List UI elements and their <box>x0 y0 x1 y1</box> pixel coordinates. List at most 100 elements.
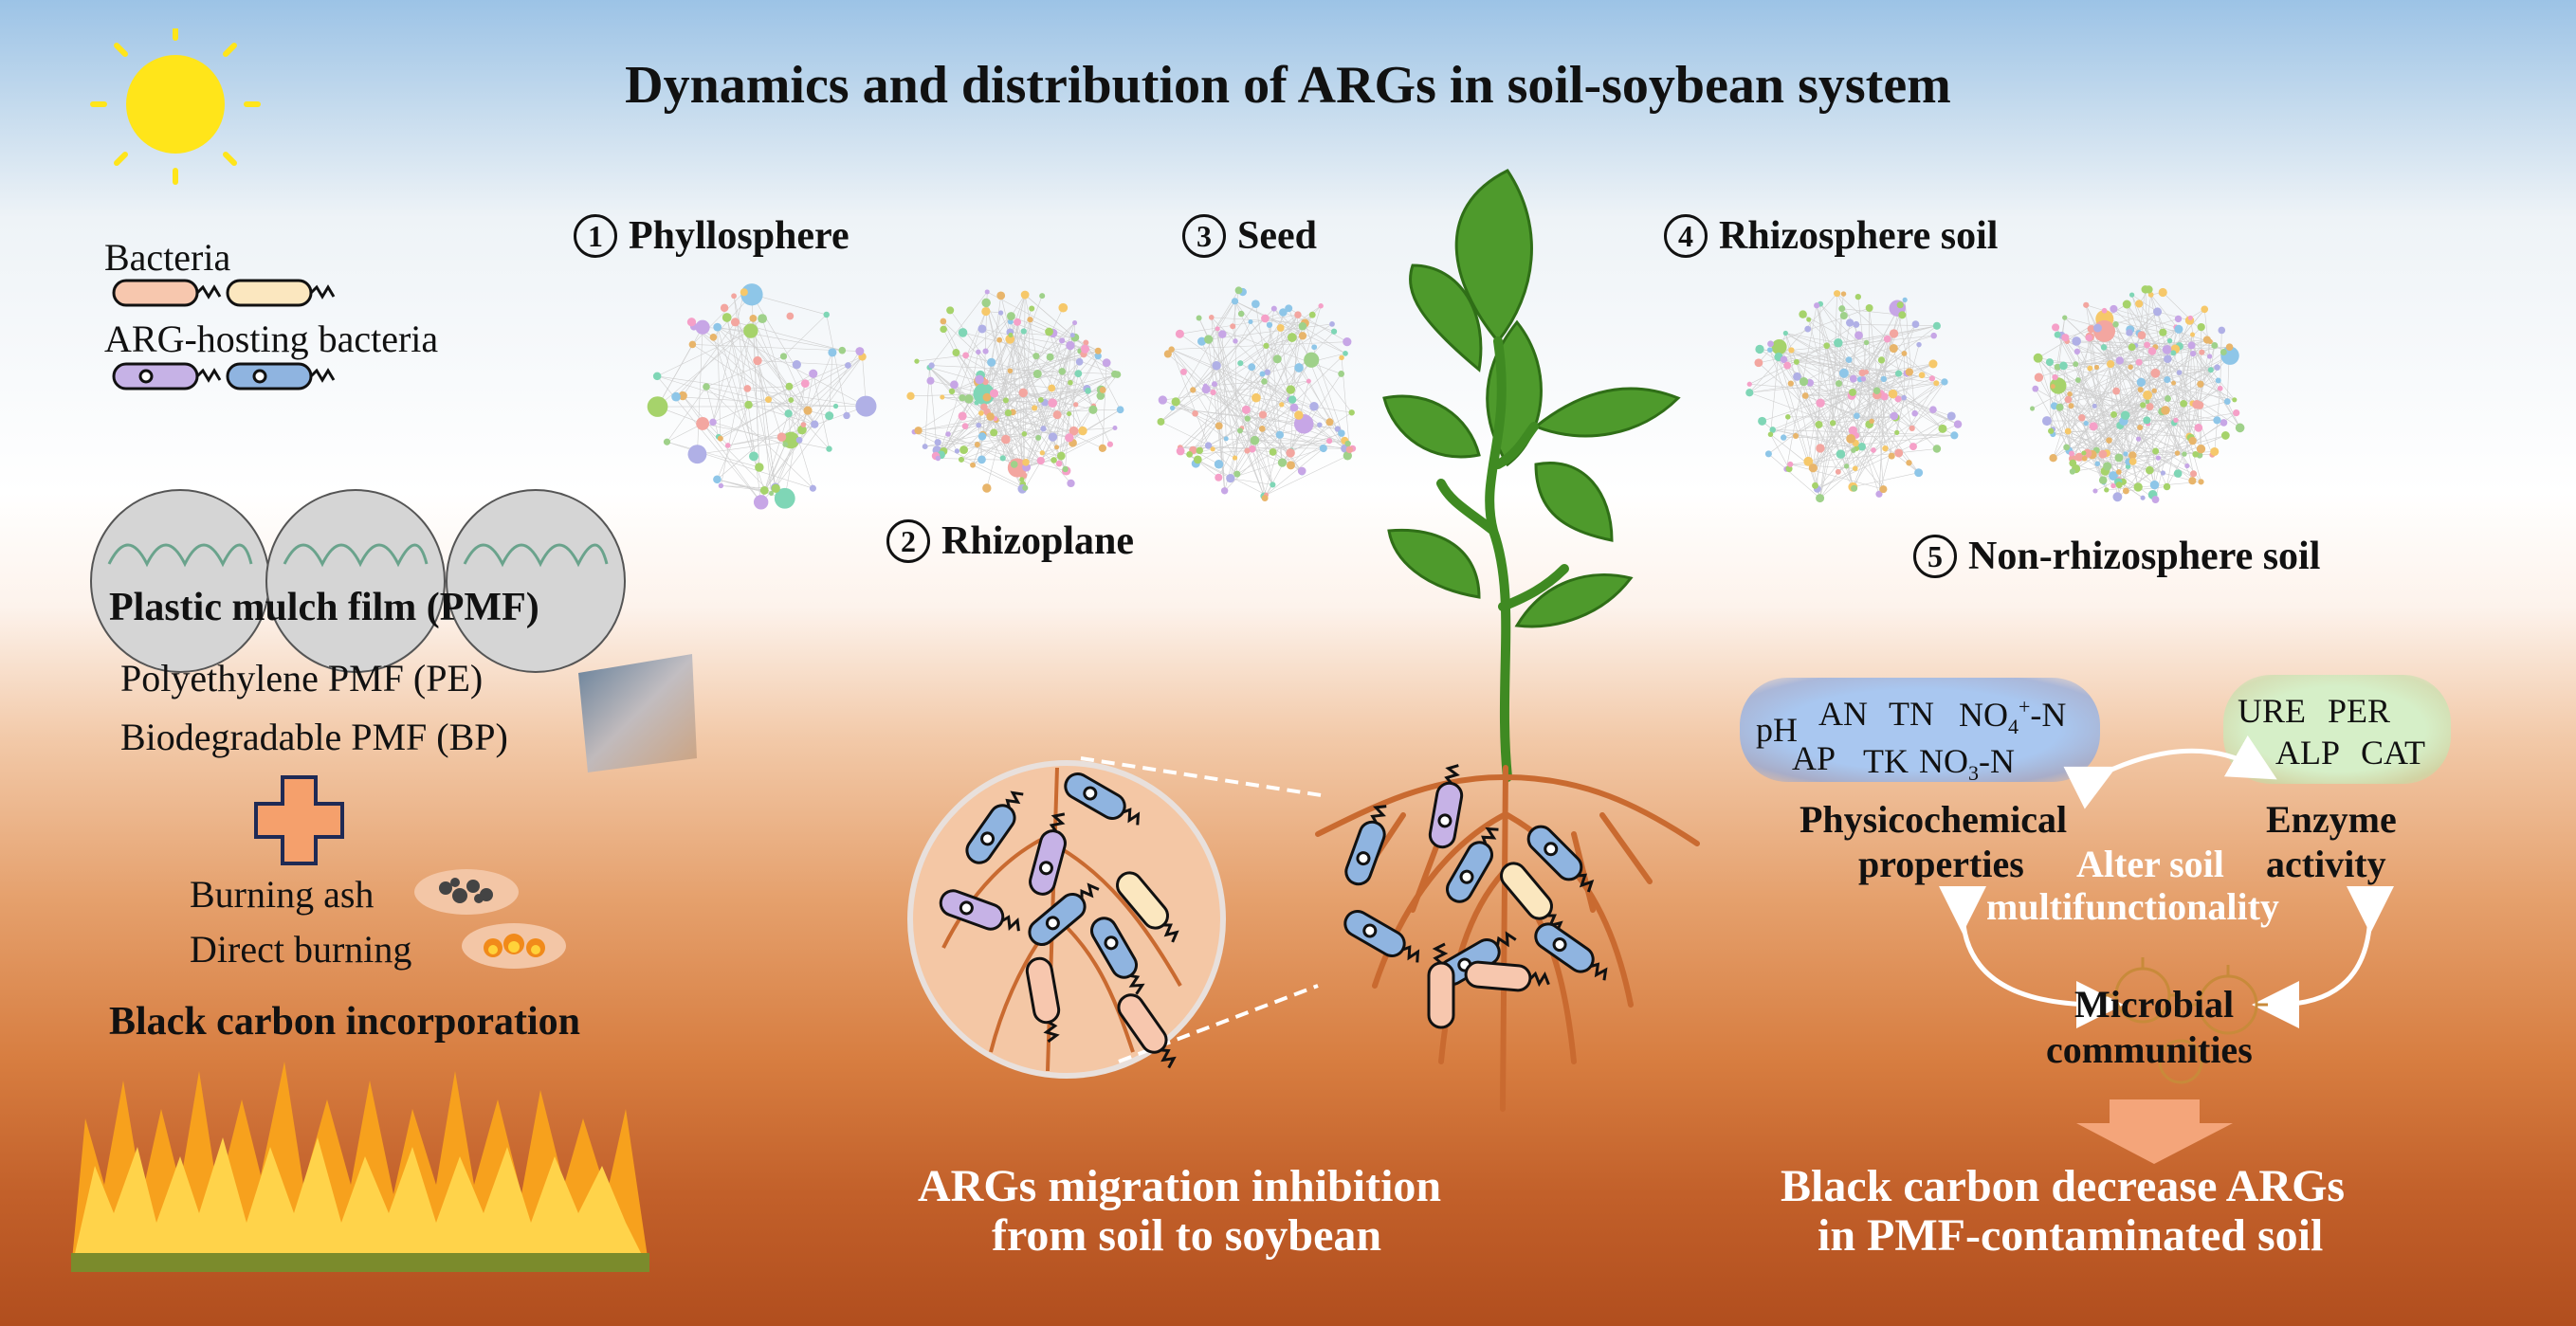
network-node <box>2049 454 2057 463</box>
burning-field-illustration <box>71 1062 649 1272</box>
network-edge <box>697 327 703 455</box>
network-node <box>1259 371 1266 377</box>
network-node <box>1345 445 1354 454</box>
network-node <box>1930 332 1937 339</box>
network-edge <box>1817 415 1952 490</box>
network-node <box>843 411 850 420</box>
network-node <box>2069 468 2076 475</box>
network-node <box>1010 461 1018 468</box>
network-edge <box>2063 358 2168 367</box>
network-edge <box>775 415 830 488</box>
bacterium <box>1464 960 1550 992</box>
network-node <box>935 455 941 462</box>
network-edge <box>2035 388 2201 482</box>
network-node <box>717 435 723 442</box>
arg-hosting-bacterium <box>939 889 1020 932</box>
network-node <box>743 385 752 392</box>
network-edge <box>1749 363 1933 393</box>
network-node <box>2074 377 2081 383</box>
network-edge <box>968 352 979 399</box>
arg-hosting-bacterium <box>1090 917 1145 995</box>
network-edge <box>1208 445 1273 453</box>
network-edge <box>1262 428 1273 485</box>
network-node <box>2135 358 2143 366</box>
network-node <box>1865 303 1873 312</box>
network-edge <box>1010 335 1116 375</box>
network-node <box>855 347 865 356</box>
network-node <box>786 312 795 320</box>
network-node <box>945 431 951 437</box>
network-edge <box>1313 406 1345 449</box>
network-node <box>1052 410 1062 420</box>
network-edge <box>1251 367 1291 465</box>
network-edge <box>1832 372 1908 424</box>
network-node <box>1902 297 1908 302</box>
network-edge <box>1772 429 1857 449</box>
network-node <box>2180 399 2187 408</box>
enzyme-label-line2: activity <box>2266 843 2386 885</box>
network-node <box>2155 455 2162 461</box>
network-node <box>1279 308 1288 317</box>
network-edge <box>1785 333 1955 436</box>
network-node <box>958 411 967 421</box>
network-node <box>688 340 697 349</box>
network-edge <box>1749 324 1856 393</box>
network-edge <box>1819 294 1844 499</box>
network-node <box>782 442 789 447</box>
physicochemical-bubble <box>1740 678 2100 782</box>
network-node <box>2054 363 2061 371</box>
network-edge <box>1212 448 1238 475</box>
network-edge <box>1171 349 1209 446</box>
network-node <box>2182 451 2187 457</box>
network-node <box>2174 450 2181 456</box>
network-node <box>2192 451 2200 458</box>
network-node <box>2085 334 2092 342</box>
network-node <box>1894 370 1903 377</box>
network-node <box>2223 398 2231 405</box>
network-node <box>1190 387 1197 393</box>
network-node <box>1873 387 1881 394</box>
network-edge <box>981 373 1116 437</box>
network-node <box>2225 343 2234 351</box>
network-node <box>1006 312 1015 321</box>
network-edge <box>1816 305 1854 487</box>
network-node <box>1210 389 1216 396</box>
network-node <box>1894 448 1904 458</box>
network-edge <box>2126 486 2167 492</box>
network-node <box>1067 410 1072 417</box>
network-node <box>2151 388 2157 393</box>
network-node <box>2115 356 2124 365</box>
black-carbon-direct-label: Direct burning <box>190 928 412 971</box>
network-node <box>962 352 970 359</box>
network-node <box>785 382 794 391</box>
network-node <box>986 412 995 421</box>
network-node <box>1911 320 1920 329</box>
network-node <box>1248 363 1256 372</box>
network-node <box>1094 353 1102 360</box>
network-node <box>1197 336 1207 346</box>
network-edge <box>1912 415 1952 447</box>
network-node <box>1343 451 1352 461</box>
network-edge <box>2177 335 2193 454</box>
network-edge <box>702 423 772 494</box>
network-node <box>1175 329 1184 338</box>
network-edge <box>682 395 761 502</box>
network-edge <box>960 428 1044 461</box>
network-edge <box>951 336 1076 392</box>
network-node <box>1914 468 1924 478</box>
network-edge <box>1817 424 1959 490</box>
network-node <box>647 396 668 417</box>
network-node <box>652 372 662 381</box>
network-edge <box>1904 300 1916 414</box>
network-edge <box>1179 325 1304 448</box>
network-edge <box>1818 424 1856 436</box>
network-node <box>961 423 969 429</box>
network-node <box>1938 424 1947 433</box>
network-edge <box>2191 345 2240 428</box>
network-edge <box>987 291 1099 352</box>
param-no3: NO3-N <box>1919 742 2015 786</box>
network-edge <box>991 361 1071 384</box>
network-edge <box>783 314 827 357</box>
network-edge <box>1803 381 1919 473</box>
network-edge <box>735 321 815 425</box>
